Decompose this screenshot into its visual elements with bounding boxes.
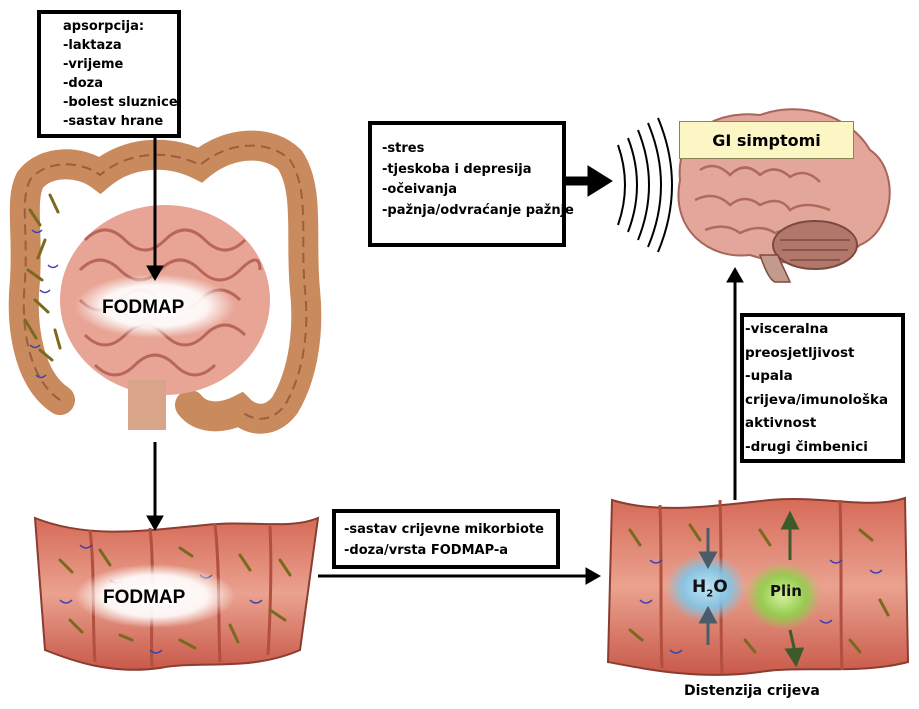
visceral-line: -visceralna [745, 318, 901, 342]
visceral-line: aktivnost [745, 412, 901, 436]
absorption-line: -bolest sluznice [63, 93, 177, 112]
absorption-line: apsorpcija: [63, 17, 177, 36]
fodmap-gut-label: FODMAP [102, 297, 184, 319]
microbiota-factors-box: -sastav crijevne mikorbiote -doza/vrsta … [332, 509, 560, 569]
fodmap-segment-label: FODMAP [103, 587, 185, 609]
absorption-line: -doza [63, 74, 177, 93]
psych-line: -očeivanja [382, 180, 562, 201]
visceral-line: -upala [745, 365, 901, 389]
colon-segment-distension [608, 498, 908, 675]
absorption-line: -laktaza [63, 36, 177, 55]
psych-line: -pažnja/odvraćanje pažnje [382, 201, 562, 222]
intestine-illustration [24, 146, 307, 430]
visceral-factors-box: -visceralna preosjetljivost -upala crije… [740, 313, 905, 463]
absorption-factors-box: apsorpcija: -laktaza -vrijeme -doza -bol… [37, 10, 181, 138]
signal-waves [618, 118, 672, 252]
distension-title: Distenzija crijeva [684, 683, 820, 699]
gi-symptoms-label: GI simptomi [679, 121, 854, 159]
absorption-line: -vrijeme [63, 55, 177, 74]
water-label: H2O [692, 577, 728, 599]
visceral-line: crijeva/imunološka [745, 389, 901, 413]
gas-label: Plin [770, 582, 802, 600]
psych-line: -stres [382, 139, 562, 160]
visceral-line: -drugi čimbenici [745, 436, 901, 460]
psychological-factors-box: -stres -tjeskoba i depresija -očeivanja … [368, 121, 566, 247]
psych-line: -tjeskoba i depresija [382, 160, 562, 181]
absorption-line: -sastav hrane [63, 112, 177, 131]
microbiota-line: -sastav crijevne mikorbiote [344, 519, 556, 540]
water-h: H [692, 577, 706, 597]
water-o: O [713, 577, 727, 597]
visceral-line: preosjetljivost [745, 342, 901, 366]
microbiota-line: -doza/vrsta FODMAP-a [344, 540, 556, 561]
